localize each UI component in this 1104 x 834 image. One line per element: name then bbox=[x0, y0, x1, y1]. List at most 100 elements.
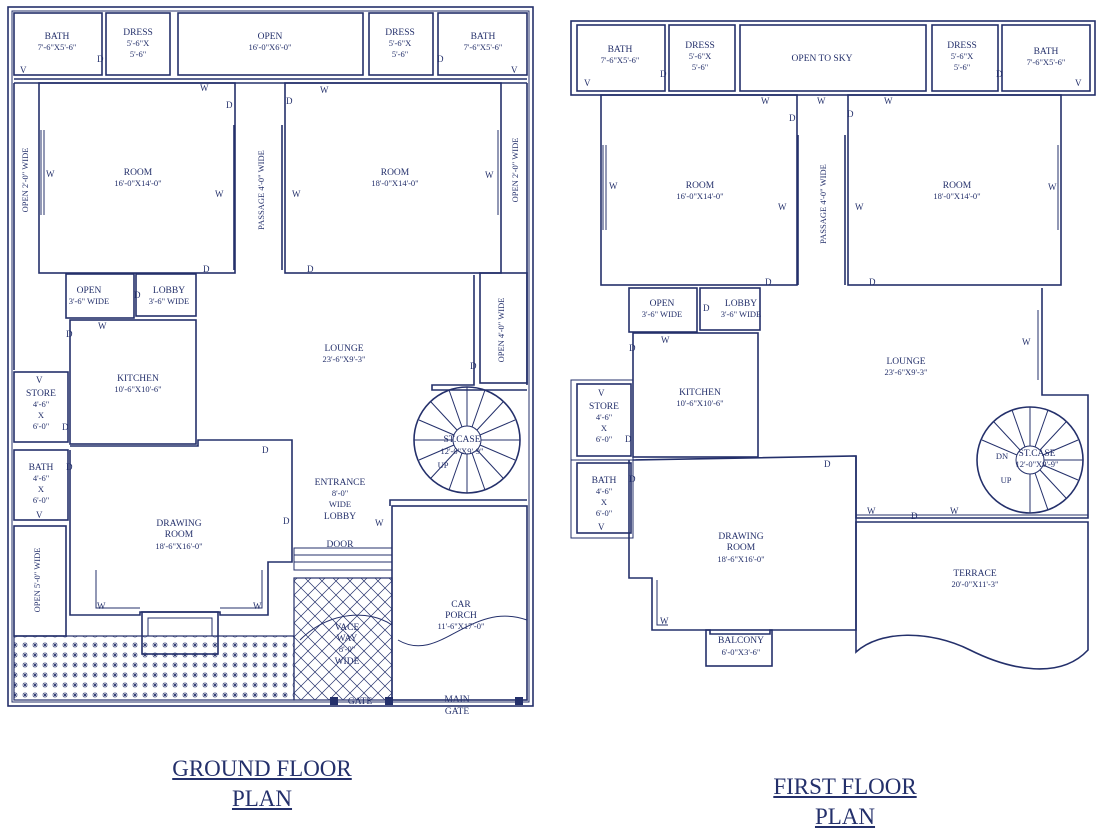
f-open36-size: 3'-6" WIDE bbox=[642, 309, 683, 319]
g-open-top-size: 16'-0"X6'-0" bbox=[248, 42, 291, 52]
ground-lobby bbox=[135, 273, 197, 317]
g-stcase-size: 12'-0"X9'-9" bbox=[440, 446, 483, 456]
g-room-l-name: ROOM bbox=[124, 168, 153, 178]
window-mark: W bbox=[215, 189, 224, 199]
first-store bbox=[576, 383, 632, 457]
door-mark: D bbox=[203, 264, 210, 274]
window-mark: W bbox=[485, 170, 494, 180]
door-mark: D bbox=[283, 516, 290, 526]
g-bath-s-l3: 6'-0" bbox=[33, 495, 49, 505]
f-bath-l-name: BATH bbox=[608, 45, 633, 55]
f-terrace-size: 20'-0"X11'-3" bbox=[952, 579, 999, 589]
g-bath-r-size: 7'-6"X5'-6" bbox=[464, 42, 503, 52]
window-mark: W bbox=[97, 601, 106, 611]
first-open-small bbox=[628, 287, 698, 333]
door-mark: D bbox=[66, 462, 73, 472]
g-bath-s-l2: X bbox=[38, 484, 44, 494]
window-mark: W bbox=[46, 169, 55, 179]
window-mark: W bbox=[661, 335, 670, 345]
window-mark: W bbox=[98, 321, 107, 331]
window-mark: W bbox=[817, 96, 826, 106]
first-title-line1: FIRST FLOOR bbox=[773, 774, 917, 799]
f-store-name: STORE bbox=[589, 402, 619, 412]
g-vaceway-l4: WIDE bbox=[335, 657, 360, 667]
vent-mark: V bbox=[36, 375, 43, 385]
g-lobby-name: LOBBY bbox=[153, 286, 185, 296]
f-stcase-size: 12'-0"X9'-9" bbox=[1015, 459, 1058, 469]
f-dress-r-size2: 5'-6" bbox=[954, 62, 970, 72]
f-stcase-dn: DN bbox=[996, 451, 1008, 461]
ground-bath-right bbox=[437, 12, 528, 76]
window-mark: W bbox=[320, 85, 329, 95]
first-dress-left bbox=[668, 24, 736, 92]
f-open-sky: OPEN TO SKY bbox=[792, 54, 853, 64]
first-open-to-sky bbox=[739, 24, 927, 92]
g-entrance-l4: LOBBY bbox=[324, 512, 356, 522]
ground-floor-title: GROUND FLOOR PLAN bbox=[140, 754, 384, 814]
door-mark: D bbox=[262, 445, 269, 455]
door-mark: D bbox=[134, 290, 141, 300]
vent-mark: V bbox=[598, 388, 605, 398]
window-mark: W bbox=[375, 518, 384, 528]
f-passage: PASSAGE 4'-0" WIDE bbox=[818, 164, 828, 244]
window-mark: W bbox=[761, 96, 770, 106]
f-open36-name: OPEN bbox=[650, 299, 675, 309]
g-gate: GATE bbox=[348, 697, 372, 707]
g-carporch-size: 11'-6"X17'-0" bbox=[438, 621, 485, 631]
f-stcase-name: ST.CASE bbox=[1018, 449, 1055, 459]
ground-vaceway bbox=[293, 577, 393, 701]
g-bath-r-name: BATH bbox=[471, 32, 496, 42]
g-stcase-up: UP bbox=[438, 460, 449, 470]
g-dress-l-size1: 5'-6"X bbox=[127, 38, 149, 48]
g-bath-l-name: BATH bbox=[45, 32, 70, 42]
window-mark: W bbox=[867, 506, 876, 516]
f-room-r-name: ROOM bbox=[943, 181, 972, 191]
ground-car-porch bbox=[391, 505, 528, 701]
door-mark: D bbox=[911, 511, 918, 521]
g-lounge-size: 23'-6"X9'-3" bbox=[322, 354, 365, 364]
ground-title-line1: GROUND FLOOR bbox=[172, 756, 352, 781]
g-kitchen-name: KITCHEN bbox=[117, 374, 159, 384]
g-open-5: OPEN 5'-0" WIDE bbox=[32, 548, 42, 613]
g-vaceway-l3: 8'-0" bbox=[339, 644, 355, 654]
g-bath-l-size: 7'-6"X5'-6" bbox=[38, 42, 77, 52]
g-entrance-l3: WIDE bbox=[329, 499, 351, 509]
door-mark: D bbox=[307, 264, 314, 274]
g-door: DOOR bbox=[327, 540, 355, 550]
ground-lawn bbox=[13, 635, 295, 701]
g-room-r-size: 18'-0"X14'-0" bbox=[371, 178, 418, 188]
window-mark: W bbox=[253, 601, 262, 611]
g-open36-name: OPEN bbox=[77, 286, 102, 296]
ground-bath-left bbox=[13, 12, 103, 76]
f-dress-l-size2: 5'-6" bbox=[692, 62, 708, 72]
ground-dress-right bbox=[368, 12, 434, 76]
f-balcony-size: 6'-0"X3'-6" bbox=[722, 647, 761, 657]
first-lobby bbox=[699, 287, 761, 331]
f-drawing-size: 18'-6"X16'-0" bbox=[717, 554, 764, 564]
first-terrace bbox=[855, 521, 1089, 670]
f-bath-s-name: BATH bbox=[592, 476, 617, 486]
first-title-line2: PLAN bbox=[814, 804, 876, 829]
first-floor-plan: BATH 7'-6"X5'-6" DRESS 5'-6"X 5'-6" OPEN… bbox=[570, 20, 1096, 670]
door-mark: D bbox=[847, 109, 854, 119]
g-main-gate-l2: GATE bbox=[445, 707, 469, 717]
g-carporch-l1: CAR bbox=[451, 600, 471, 610]
window-mark: W bbox=[660, 616, 669, 626]
f-bath-r-name: BATH bbox=[1034, 47, 1059, 57]
f-dress-l-size1: 5'-6"X bbox=[689, 51, 711, 61]
vent-mark: V bbox=[511, 65, 518, 75]
ground-open-top bbox=[177, 12, 364, 76]
door-mark: D bbox=[789, 113, 796, 123]
door-mark: D bbox=[824, 459, 831, 469]
ground-floor-plan: BATH 7'-6"X5'-6" DRESS 5'-6"X 5'-6" OPEN… bbox=[7, 6, 534, 717]
g-entrance-l2: 8'-0" bbox=[332, 488, 348, 498]
door-mark: D bbox=[62, 422, 69, 432]
g-bath-s-l1: 4'-6" bbox=[33, 473, 49, 483]
ground-open-small bbox=[65, 273, 135, 319]
f-kitchen-size: 10'-6"X10'-6" bbox=[676, 398, 723, 408]
g-passage: PASSAGE 4'-0" WIDE bbox=[256, 150, 266, 230]
first-bath-left bbox=[576, 24, 666, 92]
door-mark: D bbox=[470, 361, 477, 371]
g-store-l3: 6'-0" bbox=[33, 421, 49, 431]
first-room-left bbox=[600, 94, 798, 286]
